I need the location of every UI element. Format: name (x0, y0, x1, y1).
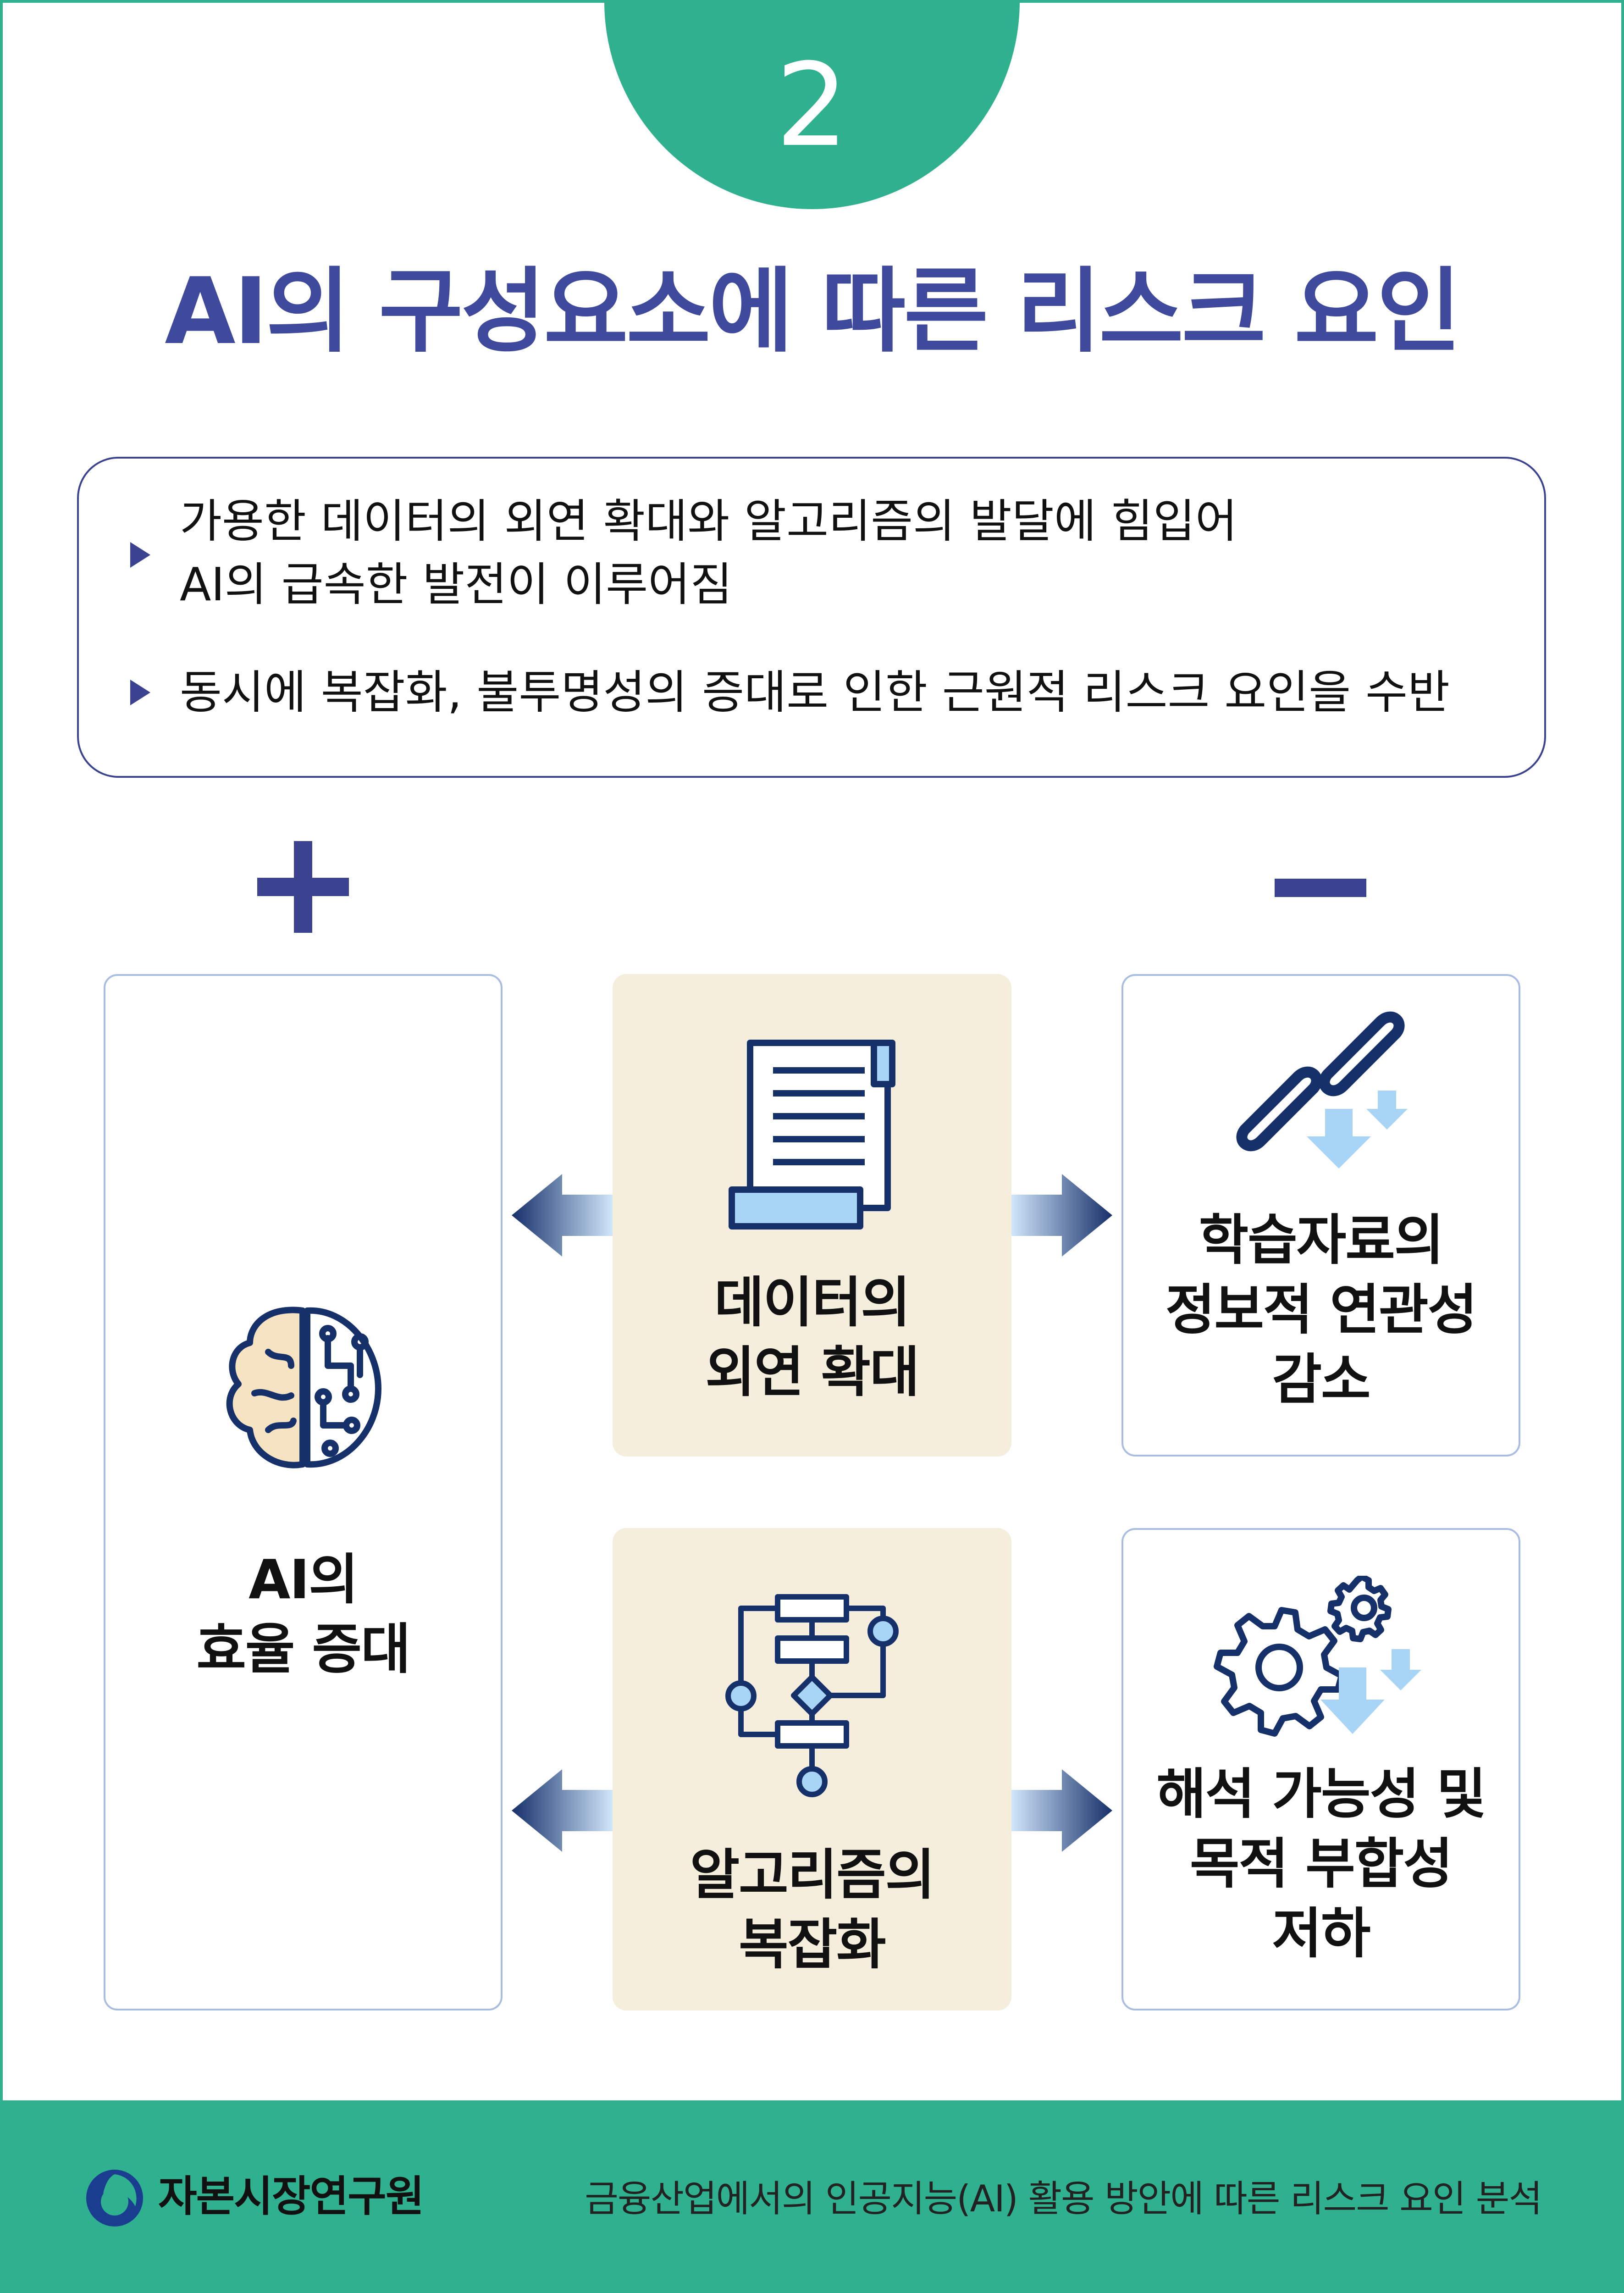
negative-effect-card-algorithm: 해석 가능성 및 목적 부합성 저하 (1121, 1528, 1520, 2011)
arrow-left-bottom (512, 1769, 613, 1852)
flowchart-icon (725, 1594, 899, 1797)
plus-icon (257, 841, 349, 933)
chain-link-down-icon (1236, 1011, 1408, 1169)
page-title: AI의 구성요소에 따른 리스크 요인 (165, 258, 1461, 365)
arrow-right-bottom (1011, 1769, 1112, 1852)
summary-item: 동시에 복잡화, 불투명성의 증대로 인한 근원적 리스크 요인을 수반 (180, 665, 1450, 719)
section-number: 2 (775, 39, 849, 172)
bullet-marker-icon (130, 542, 150, 568)
arrow-left-top (512, 1174, 613, 1257)
summary-box: 가용한 데이터의 외연 확대와 알고리즘의 발달에 힘입어 AI의 급속한 발전… (77, 457, 1546, 778)
negative-label-data: 학습자료의 정보적 연관성 감소 (1165, 1208, 1477, 1411)
document-scroll-icon (729, 1040, 895, 1230)
minus-icon (1275, 879, 1366, 897)
bullet-marker-icon (130, 680, 150, 705)
arrow-right-top (1011, 1174, 1112, 1257)
report-title: 금융산업에서의 인공지능(AI) 활용 방안에 따른 리스크 요인 분석 (585, 2177, 1542, 2220)
summary-item: 가용한 데이터의 외연 확대와 알고리즘의 발달에 힘입어 AI의 급속한 발전… (180, 494, 1237, 611)
brain-circuit-icon (226, 1307, 381, 1468)
institute-logo-icon (86, 2170, 143, 2227)
cause-card-data: 데이터의 외연 확대 (613, 974, 1011, 1457)
cause-label-data: 데이터의 외연 확대 (705, 1271, 919, 1404)
negative-effect-card-data: 학습자료의 정보적 연관성 감소 (1121, 974, 1520, 1457)
cause-label-algorithm: 알고리즘의 복잡화 (690, 1843, 935, 1976)
cause-card-algorithm: 알고리즘의 복잡화 (613, 1528, 1011, 2011)
positive-effect-label: AI의 효율 증대 (196, 1548, 410, 1681)
gears-down-icon (1214, 1576, 1421, 1737)
org-name: 자본시장연구원 (158, 2172, 424, 2221)
negative-label-algorithm: 해석 가능성 및 목적 부합성 저하 (1156, 1762, 1486, 1965)
positive-effect-card: AI의 효율 증대 (104, 974, 503, 2011)
footer: 자본시장연구원 금융산업에서의 인공지능(AI) 활용 방안에 따른 리스크 요… (0, 2100, 1624, 2293)
